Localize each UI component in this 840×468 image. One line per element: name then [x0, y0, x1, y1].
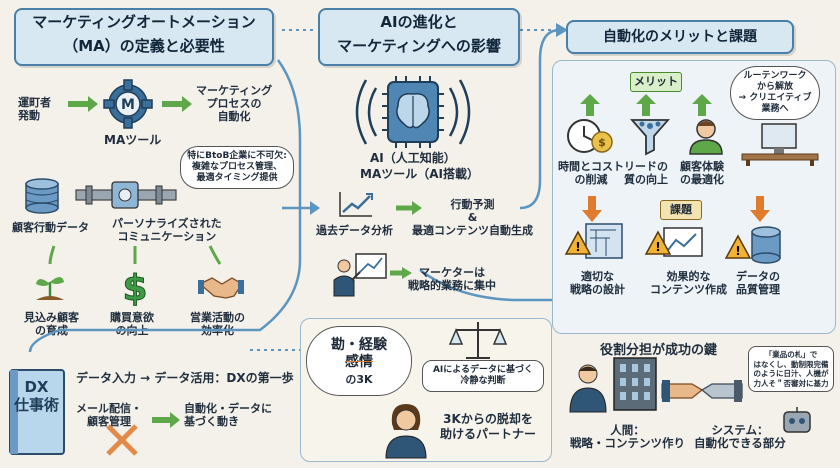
- process-label: マーケティングプロセスの自動化: [196, 84, 273, 123]
- role-system: システム：自動化できる部分: [694, 423, 786, 450]
- merit-section-title: 自動化のメリットと課題: [566, 20, 794, 54]
- desk-computer-icon: [741, 123, 819, 166]
- issue-strategy: 適切な戦略の設計: [570, 270, 625, 296]
- dx-flow-label: データ入力 → データ活用：DXの第一歩: [76, 371, 294, 385]
- human-robot-handshake-icon: [661, 380, 743, 402]
- ma-title-line1: マーケティングオートメーション: [32, 13, 256, 31]
- issue-content: 効果的なコンテンツ作成: [650, 270, 727, 296]
- issue-data-quality: データの品質管理: [736, 270, 780, 296]
- marketer-presenting-icon: [333, 253, 387, 297]
- dollar-icon: $: [122, 268, 148, 310]
- arrow-analysis-to-predict: [396, 201, 422, 215]
- three-k-bubble: 勘・経験 感情 の3K: [306, 326, 412, 396]
- balance-scale-icon: [448, 322, 508, 359]
- ai-label: AI（人工知能）: [370, 151, 456, 165]
- personalized-comm-label: パーソナライズされたコミュニケーション: [112, 217, 222, 243]
- arrow-gear-to-process: [162, 96, 192, 112]
- svg-text:$: $: [598, 136, 606, 149]
- issue-down-arrows: [582, 196, 770, 222]
- merit-customer-experience: 顧客体験の最適化: [680, 160, 724, 186]
- ai-title-line2: マーケティングへの影響: [337, 37, 501, 55]
- role-note-bubble: 「業品の札」ではなくし、動制限完備 のように日汁、人機が力人そ＂否審対に基力: [748, 346, 834, 392]
- pipeline-icon: [75, 181, 177, 209]
- customer-data-label: 顧客行動データ: [12, 221, 89, 234]
- merit-up-arrows: [580, 94, 712, 116]
- past-data-label: 過去データ分析: [316, 224, 393, 237]
- merit-lead-quality: リードの質の向上: [624, 160, 668, 186]
- dx-new-method: 自動化・データに基づく動き: [184, 402, 272, 428]
- arrow-to-marketer: [390, 267, 412, 279]
- svg-text:M: M: [121, 97, 135, 113]
- partner-label: 3Kからの脱却を助けるパートナー: [440, 412, 537, 441]
- ma-title-line2: （MA）の定義と必要性: [63, 37, 225, 55]
- svg-text:!: !: [735, 244, 740, 258]
- svg-text:!: !: [575, 240, 580, 254]
- customer-avatar-icon: [689, 119, 723, 155]
- human-worker-icon: [569, 364, 607, 413]
- robot-head-icon: [783, 407, 811, 433]
- merit-tag: メリット: [630, 72, 682, 92]
- warning-blueprint-icon: !: [564, 223, 623, 259]
- warning-chart-icon: !: [644, 227, 703, 257]
- arrows-to-outcomes: [48, 245, 222, 265]
- handshake-icon: [198, 277, 244, 299]
- ma-section-title: マーケティングオートメーション （MA）の定義と必要性: [14, 8, 274, 66]
- outcome-purchase: 購買意欲の向上: [110, 311, 154, 337]
- server-rack-icon: [613, 357, 657, 411]
- dx-old-method: メール配信・顧客管理: [76, 402, 142, 428]
- cross-out-icon: [106, 424, 138, 456]
- ai-judgment-bubble: AIによるデータに基づく冷静な判断: [422, 360, 544, 392]
- merit-time-cost: 時間とコストの削減: [558, 160, 624, 186]
- trigger-label: 運町者発動: [18, 96, 51, 122]
- role-human: 人間：戦略・コンテンツ作り: [570, 423, 685, 450]
- chart-growth-icon: [339, 192, 373, 217]
- ai-title-line1: AIの進化と: [380, 13, 458, 31]
- outcome-nurture: 見込み顧客の育成: [24, 311, 79, 337]
- funnel-icon: [630, 119, 670, 156]
- arrow-trigger-to-gear: [68, 96, 98, 112]
- ai-brain-chip-icon: [355, 76, 471, 148]
- routine-bubble: ルーテンワークから解放 → クリエイティブ業務へ: [730, 66, 820, 120]
- marketer-label: マーケターは戦略的業務に集中: [408, 266, 496, 292]
- ma-gear-icon: M: [103, 79, 153, 129]
- btob-bubble: 特にBtoB企業に不可欠:複雑なプロセス管理、最適タイミング提供: [180, 146, 294, 189]
- woman-avatar-icon: [385, 404, 427, 459]
- database-icon: [25, 178, 59, 214]
- ai-section-title: AIの進化と マーケティングへの影響: [318, 8, 520, 66]
- dx-book-icon: [9, 369, 65, 455]
- arrow-old-to-new: [152, 412, 180, 428]
- roles-title: 役割分担が成功の鍵: [600, 343, 718, 358]
- predict-label: 行動予測&最適コンテンツ自動生成: [412, 198, 533, 237]
- clock-coin-icon: $: [567, 119, 613, 153]
- warning-database-icon: !: [724, 226, 781, 264]
- ma-ai-label: MAツール（AI搭載）: [360, 167, 479, 181]
- svg-text:$: $: [122, 268, 147, 309]
- issue-tag: 課題: [660, 200, 702, 220]
- svg-text:!: !: [655, 240, 660, 254]
- seedling-icon: [36, 277, 64, 300]
- ma-tool-label: MAツール: [104, 133, 162, 147]
